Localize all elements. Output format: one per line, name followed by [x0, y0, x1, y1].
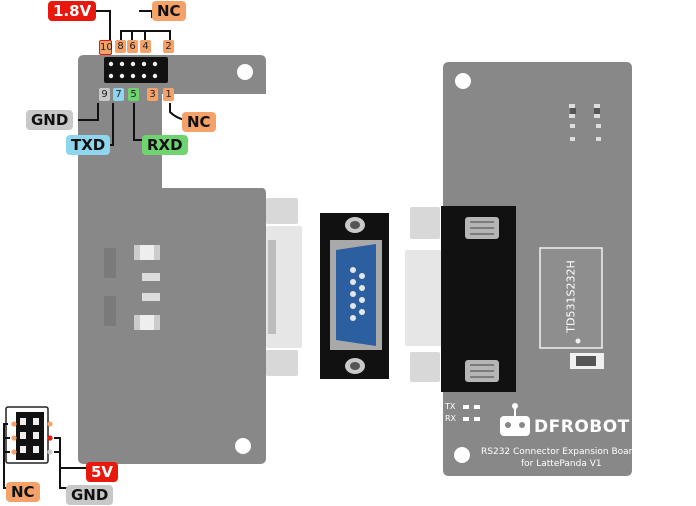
dfrobot-logo-mark: [500, 403, 530, 436]
brand-logo-text: DFROBOT: [534, 417, 630, 437]
label-nc-right: NC: [182, 112, 216, 132]
label-gnd-bottom: GND: [66, 485, 114, 505]
pin-2-label: 2: [163, 40, 174, 53]
pin-4-label: 4: [140, 40, 151, 53]
rx-led-label: RX: [445, 414, 457, 423]
label-txd: TXD: [66, 135, 111, 155]
pin-3-label: 3: [147, 88, 158, 101]
pin-10-label: 10: [99, 40, 113, 55]
label-nc-bottom: NC: [6, 482, 40, 502]
pin-8-label: 8: [115, 40, 126, 53]
left-board: [5, 55, 302, 464]
label-nc-top: NC: [152, 1, 186, 21]
pin-7-label: 7: [113, 88, 124, 101]
pin-9-label: 9: [99, 88, 110, 101]
label-rxd: RXD: [142, 135, 188, 155]
label-5v: 5V: [86, 462, 119, 482]
mount-hole-bottom-left-board: [235, 438, 251, 454]
pin-5-label: 5: [128, 88, 139, 101]
pin-6-label: 6: [127, 40, 138, 53]
pin-1-label: 1: [163, 88, 174, 101]
module-part-number: TD531S232H: [564, 260, 578, 333]
tx-led-label: TX: [445, 402, 456, 411]
pin-header: [104, 57, 168, 83]
board-title-line2: for LattePanda V1: [521, 459, 602, 469]
db9-connector-photo: [320, 213, 389, 379]
label-gnd: GND: [26, 110, 74, 130]
mount-hole-top-left-board: [237, 64, 253, 80]
label-1v8: 1.8V: [48, 1, 97, 21]
right-board: [405, 62, 632, 476]
board-title-line1: RS232 Connector Expansion Board (V1.0): [481, 447, 669, 457]
